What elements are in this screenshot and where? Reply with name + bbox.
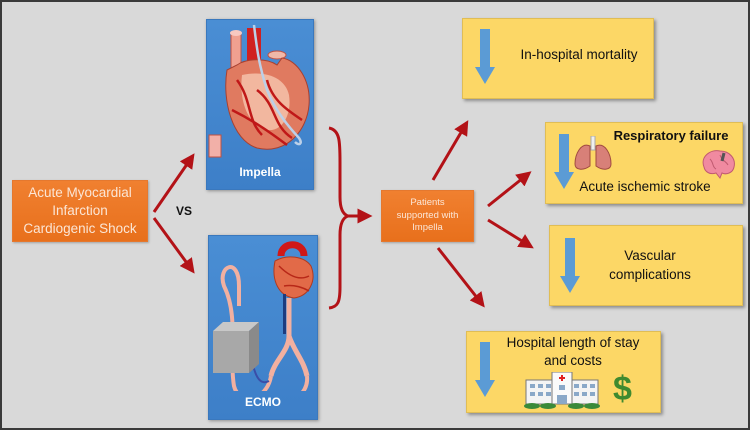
center-line: supported with — [396, 209, 459, 221]
heart-with-ecmo-circuit-icon — [213, 241, 314, 402]
impella-label: Impella — [239, 165, 281, 179]
outcome-line: and costs — [544, 353, 602, 368]
outcome-text: Acute ischemic stroke — [579, 179, 711, 194]
decrease-arrow-icon — [475, 29, 495, 84]
impella-patients-box: Patients supported with Impella — [381, 190, 474, 242]
center-line: Patients — [410, 197, 445, 209]
dollar-icon: $ — [613, 370, 632, 408]
vs-label: VS — [176, 204, 193, 218]
outcome-text: In-hospital mortality — [520, 47, 638, 62]
ecmo-panel: ECMO — [208, 235, 318, 420]
outcome-line: Vascular — [624, 248, 676, 263]
arrow-to-respiratory — [487, 171, 532, 208]
center-line: Impella — [412, 222, 443, 234]
condition-box: Acute Myocardial Infarction Cardiogenic … — [12, 180, 148, 242]
hospital-icon — [524, 372, 600, 409]
outcome-line: Hospital length of stay — [506, 335, 640, 350]
brain-icon — [702, 150, 735, 179]
outcome-text: Respiratory failure — [613, 128, 729, 143]
decrease-arrow-icon — [560, 238, 580, 293]
ecmo-label: ECMO — [245, 395, 281, 409]
outcome-vascular: Vascular complications — [549, 225, 743, 306]
heart-with-impella-catheter-icon — [208, 24, 310, 158]
outcome-respiratory-stroke: Respiratory failure Acute ischemic strok… — [545, 122, 743, 204]
condition-line: Cardiogenic Shock — [23, 221, 137, 236]
outcome-mortality: In-hospital mortality — [462, 18, 654, 99]
arrow-to-ecmo — [152, 217, 195, 274]
decrease-arrow-icon — [554, 134, 574, 189]
condition-line: Acute Myocardial — [28, 185, 132, 200]
outcome-line: complications — [609, 267, 691, 282]
arrow-to-impella — [152, 153, 195, 213]
decrease-arrow-icon — [475, 342, 495, 397]
arrow-to-mortality — [431, 120, 469, 181]
arrow-to-hospital-stay — [436, 247, 485, 308]
lungs-icon — [574, 136, 612, 170]
arrow-to-vascular — [487, 218, 534, 249]
outcome-text: Vascular complications — [600, 246, 700, 284]
impella-panel: Impella — [206, 19, 314, 190]
outcome-text: Hospital length of stay and costs — [503, 334, 643, 370]
condition-line: Infarction — [52, 203, 108, 218]
outcome-hospital-stay: Hospital length of stay and costs $ — [466, 331, 661, 413]
merge-brace — [328, 126, 353, 310]
